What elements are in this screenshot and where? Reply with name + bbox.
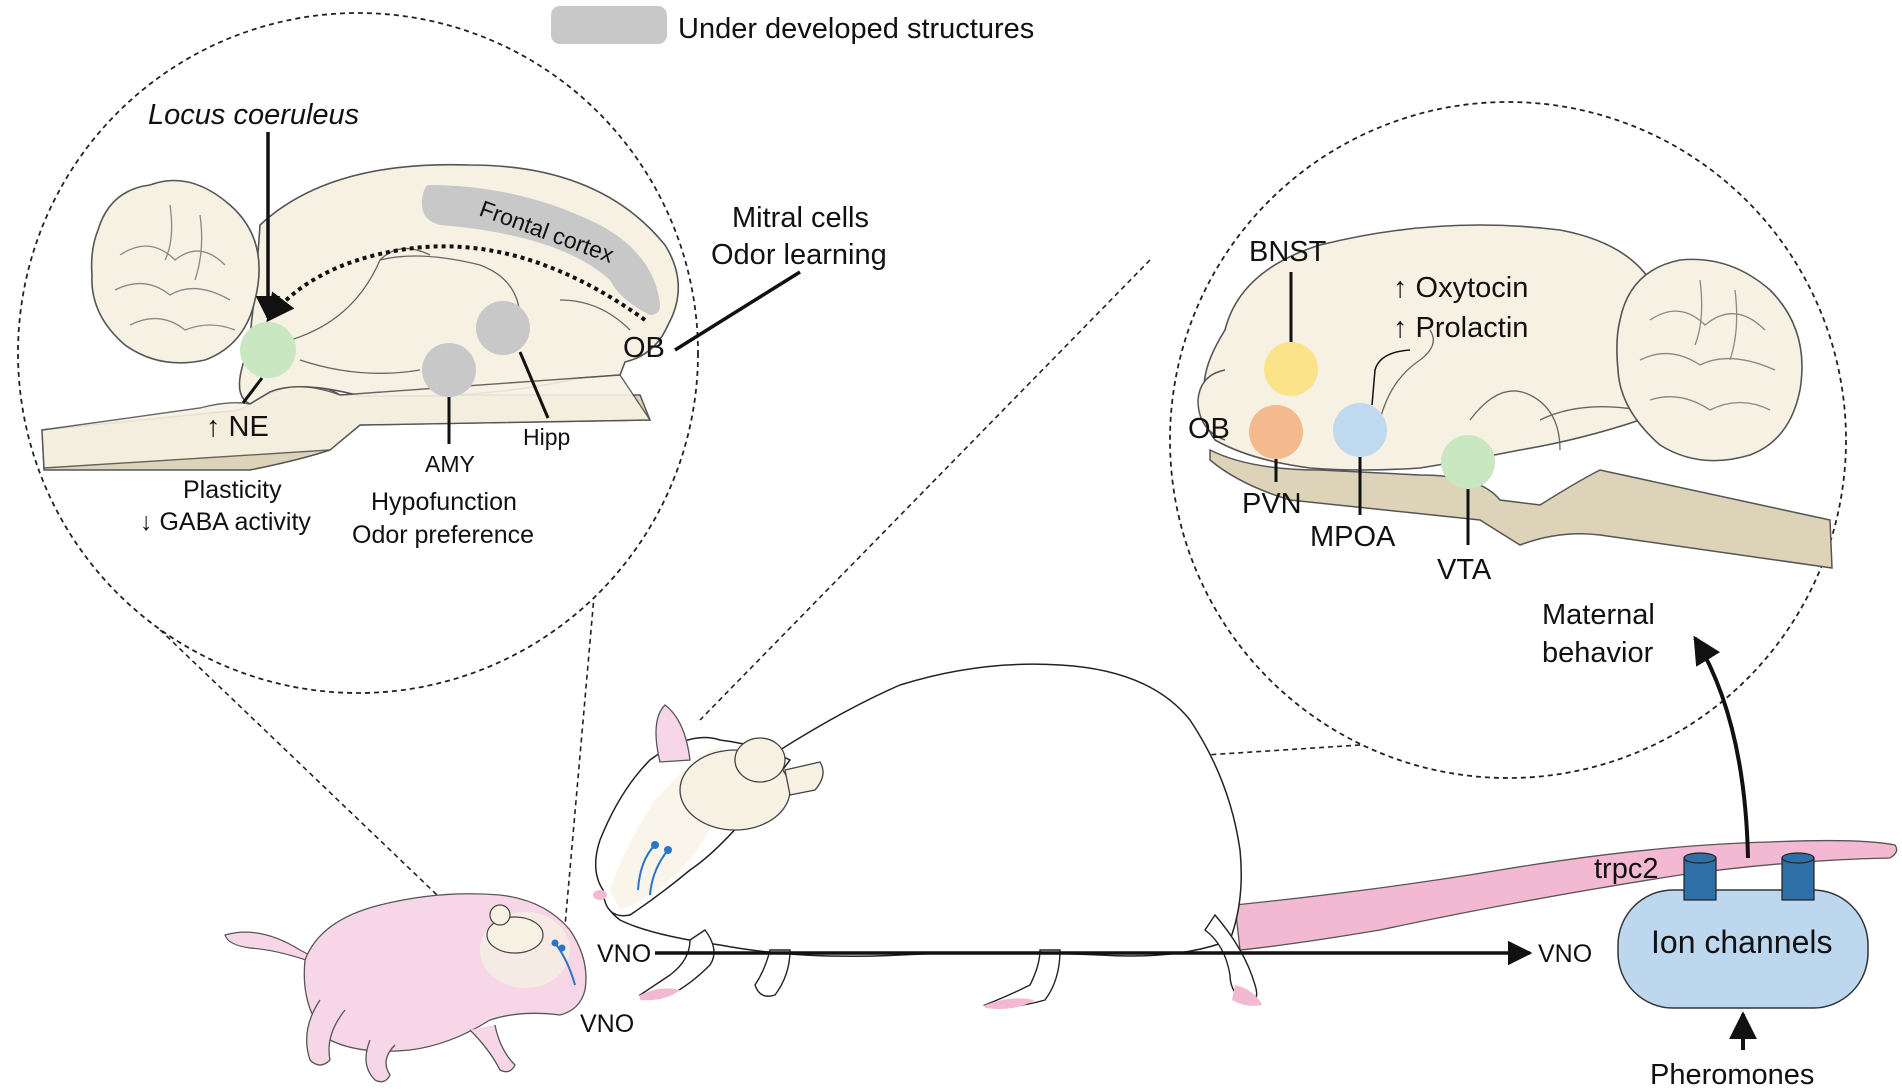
hipp-region xyxy=(476,301,530,355)
rat-mini-ob xyxy=(784,761,824,796)
prolactin-label: ↑ Prolactin xyxy=(1393,312,1528,344)
target-vno-label: VNO xyxy=(1538,940,1592,968)
rat-ear xyxy=(655,704,691,763)
rat-hind-paw xyxy=(985,998,1035,1009)
pup-cerebellum-folia xyxy=(114,204,236,331)
pup-brain-underside xyxy=(41,374,652,469)
odor-preference-label: Odor preference xyxy=(352,521,534,549)
pup-vno-nerve xyxy=(554,942,576,986)
adult-brainstem xyxy=(1209,448,1833,569)
rat-front-paw xyxy=(640,988,680,1001)
rat-body xyxy=(603,663,1242,957)
adult-cerebellum-folia xyxy=(1639,279,1776,411)
rat-mini-cerebellum xyxy=(734,737,786,783)
gaba-activity-label: ↓ GABA activity xyxy=(140,508,311,536)
adult-sulci xyxy=(1379,329,1641,451)
rat-back-paw xyxy=(1232,985,1262,1006)
adult-vno-label: VNO xyxy=(597,940,651,968)
pheromones-label: Pheromones xyxy=(1650,1059,1814,1091)
legend: Under developed structures xyxy=(551,6,1034,45)
behavior-arrow xyxy=(1693,635,1750,859)
mpoa-label: MPOA xyxy=(1310,521,1396,553)
adult-ob-label: OB xyxy=(1188,413,1230,445)
locus-coeruleus-label: Locus coeruleus xyxy=(148,99,359,131)
pup-cerebellum xyxy=(90,179,260,364)
adult-rat xyxy=(593,663,1898,1009)
pup-vno-dot-2 xyxy=(558,944,566,952)
pup xyxy=(224,893,587,1083)
odor-learning-label: Odor learning xyxy=(711,239,887,271)
ion-channels-body xyxy=(1617,889,1869,1009)
legend-label: Under developed structures xyxy=(678,13,1034,45)
mitral-leader xyxy=(674,270,801,352)
ion-channel-unit: trpc2 Ion channels Pheromones xyxy=(1594,852,1869,1091)
ne-label: ↑ NE xyxy=(206,411,269,443)
hipp-label: Hipp xyxy=(523,424,570,450)
pup-vno-dot xyxy=(551,939,559,947)
mpoa-region xyxy=(1333,403,1387,457)
bnst-region xyxy=(1264,342,1318,396)
ne-leader xyxy=(241,377,264,404)
pup-mini-brain xyxy=(486,916,544,954)
behavior-label: behavior xyxy=(1542,637,1654,669)
adult-cerebrum xyxy=(1202,224,1672,471)
rat-tail xyxy=(1234,839,1898,951)
ion-channels-label: Ion channels xyxy=(1651,924,1832,960)
adult-brain-panel: BNST ↑ Oxytocin ↑ Prolactin OB PVN MPOA … xyxy=(1169,101,1847,779)
pup-legs xyxy=(306,999,516,1083)
locus-coeruleus-region xyxy=(240,322,296,378)
vta-region xyxy=(1441,435,1495,489)
rat-vno-dot xyxy=(651,841,659,849)
pup-brain-panel: Frontal cortex Locus coeruleus ↑ NE AMY … xyxy=(17,12,887,694)
adult-cerebellum xyxy=(1616,258,1803,462)
rat-mid-leg xyxy=(754,949,791,997)
pup-vno-label: VNO xyxy=(580,1010,634,1038)
hypofunction-label: Hypofunction xyxy=(371,488,517,516)
rat-vno-dot-2 xyxy=(664,846,672,854)
rat-hind-leg xyxy=(982,949,1061,1008)
oxytocin-label: ↑ Oxytocin xyxy=(1393,272,1528,304)
channel-right-top xyxy=(1781,852,1815,864)
maternal-label: Maternal xyxy=(1542,599,1655,631)
plasticity-label: Plasticity xyxy=(183,476,282,504)
channel-left-top xyxy=(1683,852,1717,864)
adult-ob-bump xyxy=(1197,369,1226,441)
hipp-leader xyxy=(518,351,550,419)
channel-right xyxy=(1781,857,1815,901)
rat-nose xyxy=(593,890,607,900)
pvn-label: PVN xyxy=(1242,488,1302,520)
frontal-cortex-region xyxy=(421,185,660,315)
pup-mini-cerebellum xyxy=(489,904,511,926)
vta-label: VTA xyxy=(1437,554,1492,586)
pvn-region xyxy=(1249,405,1303,459)
amy-label: AMY xyxy=(425,451,475,477)
channel-left xyxy=(1683,857,1717,901)
hormone-leader xyxy=(1371,349,1411,406)
trpc2-label: trpc2 xyxy=(1594,853,1658,885)
legend-swatch xyxy=(551,6,667,44)
bnst-label: BNST xyxy=(1249,236,1327,268)
pup-ob-label: OB xyxy=(623,332,665,364)
amy-region xyxy=(422,343,476,397)
mitral-cells-label: Mitral cells xyxy=(732,202,869,234)
